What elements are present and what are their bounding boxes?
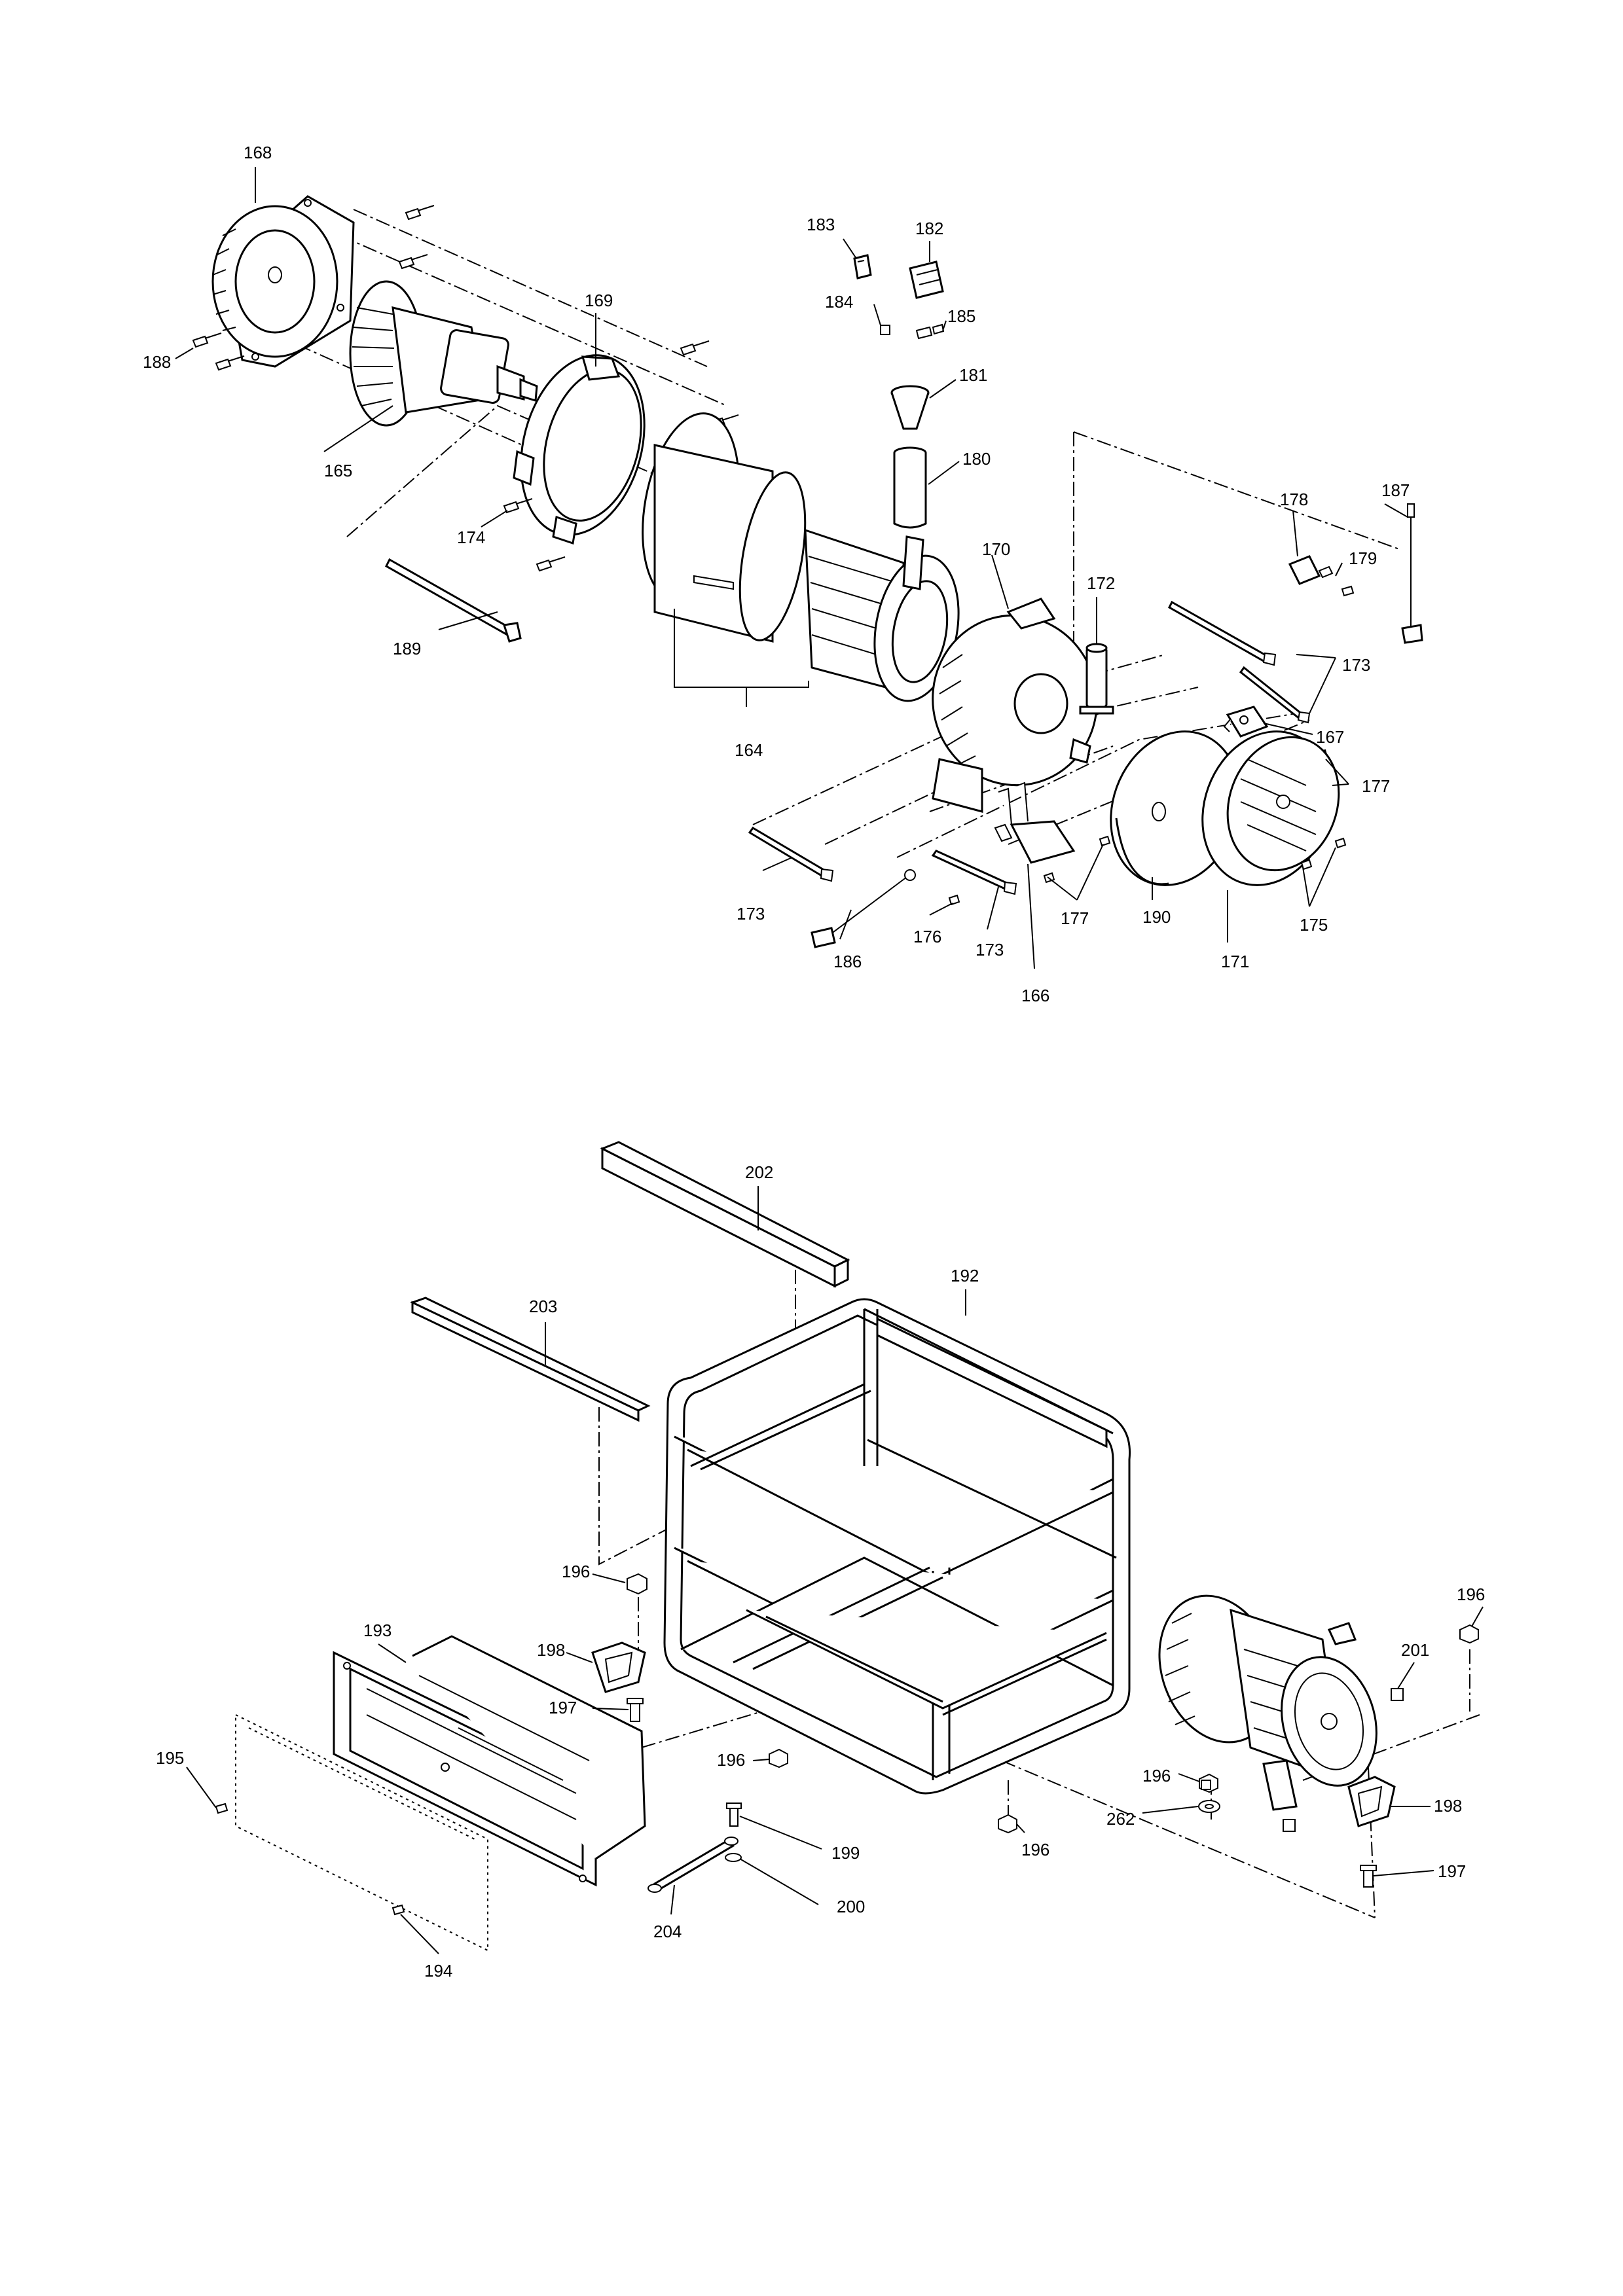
part-185-terminal (915, 323, 945, 340)
callout-171: 171 (1221, 952, 1249, 971)
part-197-bolt-right (1360, 1865, 1377, 1888)
callout-202: 202 (745, 1162, 773, 1182)
callout-194: 194 (424, 1961, 452, 1981)
callout-198-left: 198 (537, 1640, 565, 1660)
callout-173-lower-mid: 173 (976, 940, 1004, 960)
callout-196-alt: 196 (1142, 1766, 1171, 1785)
callout-186: 186 (833, 952, 862, 971)
callout-172: 172 (1087, 573, 1115, 593)
part-173-bolts-right (1168, 600, 1311, 724)
callout-203: 203 (529, 1297, 557, 1316)
callout-187: 187 (1381, 480, 1410, 500)
part-175-screws (1300, 837, 1347, 870)
callout-labels: 168 188 165 169 174 189 164 183 182 184 … (143, 143, 1485, 1981)
callout-183: 183 (807, 215, 835, 234)
part-200-washer (725, 1853, 742, 1862)
callout-180: 180 (962, 449, 991, 469)
part-178-bracket (1288, 555, 1334, 585)
part-166-brush-assembly (994, 781, 1076, 864)
part-192-frame (663, 1298, 1131, 1795)
panel-plate-outline (235, 1713, 488, 1952)
callout-200: 200 (837, 1897, 865, 1916)
callout-166: 166 (1021, 986, 1049, 1005)
part-186-wire (811, 869, 916, 948)
callout-190: 190 (1142, 907, 1171, 927)
part-195-screw (215, 1803, 228, 1814)
part-194-screw (392, 1904, 405, 1916)
callout-181: 181 (959, 365, 987, 385)
part-198-mount-left (591, 1641, 646, 1693)
part-168-end-bell (211, 195, 355, 368)
part-179-screw (1341, 585, 1355, 597)
part-181-cone (890, 385, 930, 430)
callout-196-lower: 196 (1021, 1840, 1049, 1859)
callout-170: 170 (982, 539, 1010, 559)
callout-177-right: 177 (1362, 776, 1390, 796)
part-164-stator-cover (642, 412, 807, 643)
part-193-panel-housing (333, 1635, 646, 1887)
leader-lines-top (175, 167, 1408, 969)
part-169-adapter (513, 354, 646, 545)
callout-189: 189 (393, 639, 421, 658)
part-184-nut (880, 325, 890, 335)
part-182-connector (909, 260, 944, 299)
callout-196-left: 196 (562, 1562, 590, 1581)
screws-188 (192, 205, 435, 371)
part-189-bolt (385, 558, 522, 643)
part-199-bolt (726, 1803, 742, 1827)
callout-182: 182 (915, 219, 943, 238)
callout-196-right: 196 (1457, 1585, 1485, 1604)
callout-192: 192 (951, 1266, 979, 1285)
callout-177-lower: 177 (1061, 908, 1089, 928)
callout-165: 165 (324, 461, 352, 480)
callout-173-lower-left: 173 (737, 904, 765, 924)
callout-173-right: 173 (1342, 655, 1370, 675)
part-197-bolt-left (627, 1698, 644, 1722)
callout-201: 201 (1401, 1640, 1429, 1660)
callout-197-right: 197 (1438, 1861, 1466, 1881)
leader-lines-bottom (186, 1186, 1484, 1954)
part-173-bolts-lower (748, 827, 1017, 895)
part-171-end-cover (1201, 730, 1340, 886)
callout-188: 188 (143, 352, 171, 372)
callout-178: 178 (1280, 490, 1308, 509)
callout-193: 193 (363, 1621, 392, 1640)
part-180-sleeve (893, 446, 927, 529)
callout-168: 168 (244, 143, 272, 162)
callout-174: 174 (457, 528, 485, 547)
part-164-stator (804, 528, 960, 702)
part-187-wire (1401, 503, 1423, 644)
callout-175: 175 (1300, 915, 1328, 935)
part-176-screw (948, 894, 960, 906)
part-204-strap (647, 1837, 739, 1893)
callout-164: 164 (735, 740, 763, 760)
callout-198-right: 198 (1434, 1796, 1462, 1816)
callout-195: 195 (156, 1748, 184, 1768)
part-183-clip (853, 254, 872, 279)
part-201-spacer (1201, 1688, 1404, 1832)
callout-184: 184 (825, 292, 853, 312)
callout-196-mid: 196 (717, 1750, 745, 1770)
part-170-rear-housing (932, 598, 1098, 813)
callout-179: 179 (1349, 548, 1377, 568)
part-202-bar (600, 1141, 850, 1288)
frame-assembly (186, 1141, 1484, 1954)
callout-169: 169 (585, 291, 613, 310)
part-203-strip (410, 1297, 651, 1422)
part-167-regulator (1223, 706, 1269, 738)
callout-167: 167 (1316, 727, 1344, 747)
callout-185: 185 (947, 306, 976, 326)
alternator-assembly (175, 167, 1423, 969)
callout-176: 176 (913, 927, 941, 946)
alternator-assembled (1158, 1594, 1377, 1811)
callout-204: 204 (653, 1922, 682, 1941)
callout-197-left: 197 (549, 1698, 577, 1717)
part-165-rotor (349, 280, 538, 427)
callout-199: 199 (831, 1843, 860, 1863)
part-198-mount-right (1347, 1776, 1396, 1827)
callout-262: 262 (1106, 1809, 1135, 1829)
part-262-washer (1198, 1800, 1220, 1813)
